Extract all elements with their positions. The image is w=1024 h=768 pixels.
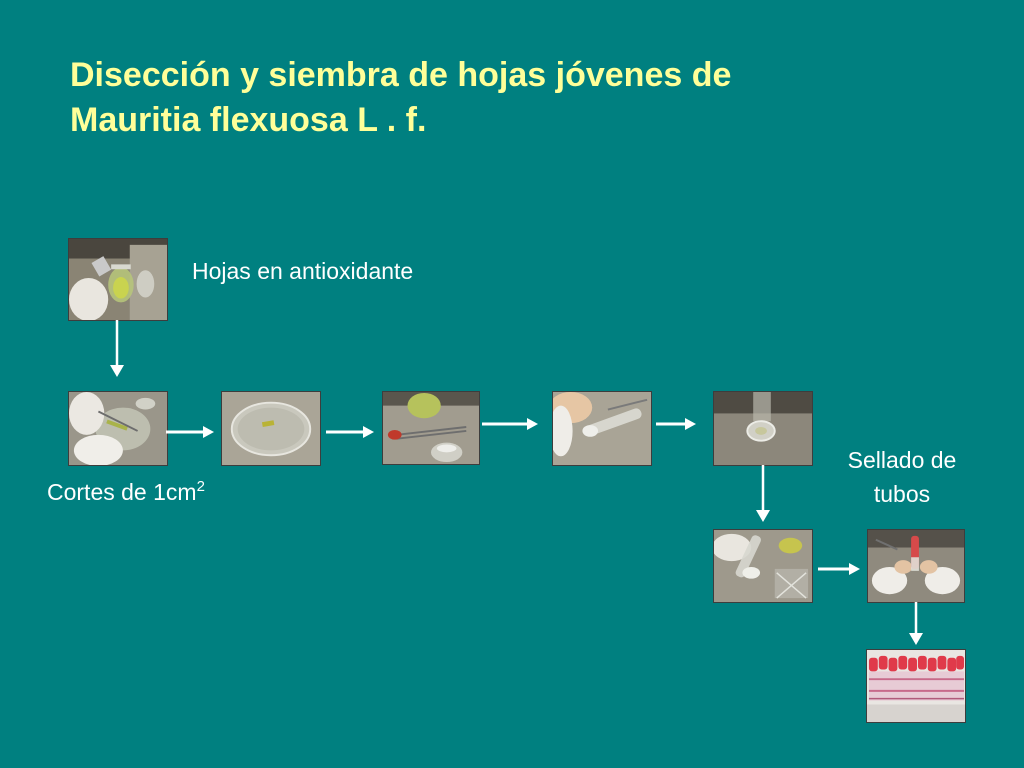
caption-cortes: Cortes de 1cm2 <box>47 478 205 506</box>
title-line-1: Disección y siembra de hojas jóvenes de <box>70 56 732 94</box>
photo-tube-on-rack <box>713 529 813 603</box>
photo-sealing-tubes <box>867 529 965 603</box>
title-line-2: Mauritia flexuosa L . f. <box>70 101 427 139</box>
arrow-right-3 <box>482 416 540 432</box>
photo-tube-closeup <box>713 391 813 466</box>
photo-hand-holding-tube <box>552 391 652 466</box>
arrow-right-5 <box>818 561 862 577</box>
arrow-right-4 <box>656 416 698 432</box>
caption-hojas-en-antioxidante: Hojas en antioxidante <box>192 258 414 284</box>
arrow-down-2 <box>754 465 772 523</box>
photo-rack-of-sealed-tubes <box>866 649 966 723</box>
caption-sellado-de-tubos: Sellado de tubos <box>822 443 982 511</box>
caption-sellado-line-2: tubos <box>873 481 931 507</box>
photo-forceps-and-jar <box>382 391 480 465</box>
caption-cortes-superscript: 2 <box>196 478 205 495</box>
arrow-down-3 <box>907 602 925 646</box>
photo-cutting-leaves <box>68 391 168 466</box>
photo-petri-dish <box>221 391 321 466</box>
slide-title: Disección y siembra de hojas jóvenes de … <box>70 53 930 143</box>
arrow-down-1 <box>108 320 126 378</box>
arrow-right-1 <box>166 424 216 440</box>
arrow-right-2 <box>326 424 376 440</box>
caption-cortes-text: Cortes de 1cm <box>47 479 197 505</box>
photo-leaves-in-antioxidant <box>68 238 168 321</box>
caption-sellado-line-1: Sellado de <box>847 447 957 473</box>
